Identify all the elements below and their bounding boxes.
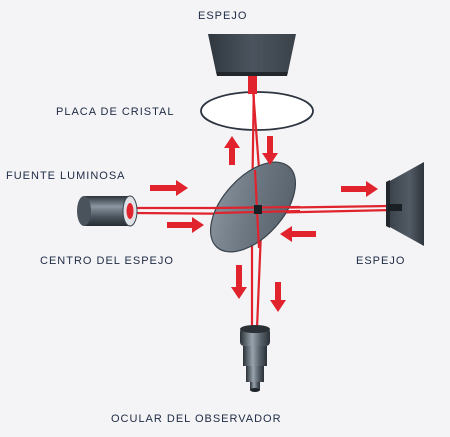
eyepiece-rim <box>240 325 270 333</box>
light-source <box>77 195 138 227</box>
light-source-body <box>84 196 130 226</box>
arrow-lower-right <box>167 217 204 233</box>
top-mirror <box>208 34 296 76</box>
arrow-return-left <box>280 226 316 242</box>
top-mirror-face <box>208 34 296 72</box>
label-top-mirror: ESPEJO <box>198 10 248 22</box>
arrow-up <box>224 136 240 165</box>
arrow-down-left-eyepiece <box>231 265 247 299</box>
direction-arrows <box>150 136 378 312</box>
light-source-back <box>77 196 91 226</box>
light-source-emitter <box>126 203 134 219</box>
arrow-down-upper <box>262 136 278 165</box>
eyepiece-tip <box>250 382 260 390</box>
label-glass-plate: PLACA DE CRISTAL <box>56 106 175 118</box>
right-mirror <box>386 162 424 246</box>
top-mirror-edge <box>216 72 288 76</box>
arrow-source-right <box>150 180 188 196</box>
beam-spot-top <box>248 76 257 94</box>
arrow-to-right-mirror <box>341 181 378 197</box>
eyepiece-lens <box>250 388 260 392</box>
label-mirror-center: CENTRO DEL ESPEJO <box>40 255 174 267</box>
eyepiece-top <box>240 328 270 346</box>
right-mirror-reflect-point <box>388 204 402 211</box>
observer-eyepiece <box>240 325 270 392</box>
label-light-source: FUENTE LUMINOSA <box>6 170 126 182</box>
glass-plate <box>200 91 314 131</box>
arrow-down-right-eyepiece <box>270 282 286 312</box>
eyepiece-barrel <box>243 346 267 366</box>
label-right-mirror: ESPEJO <box>356 255 406 267</box>
mirror-center-point <box>254 205 262 214</box>
eyepiece-lower <box>246 366 264 382</box>
right-mirror-face <box>388 162 424 246</box>
label-observer-eyepiece: OCULAR DEL OBSERVADOR <box>111 413 282 425</box>
